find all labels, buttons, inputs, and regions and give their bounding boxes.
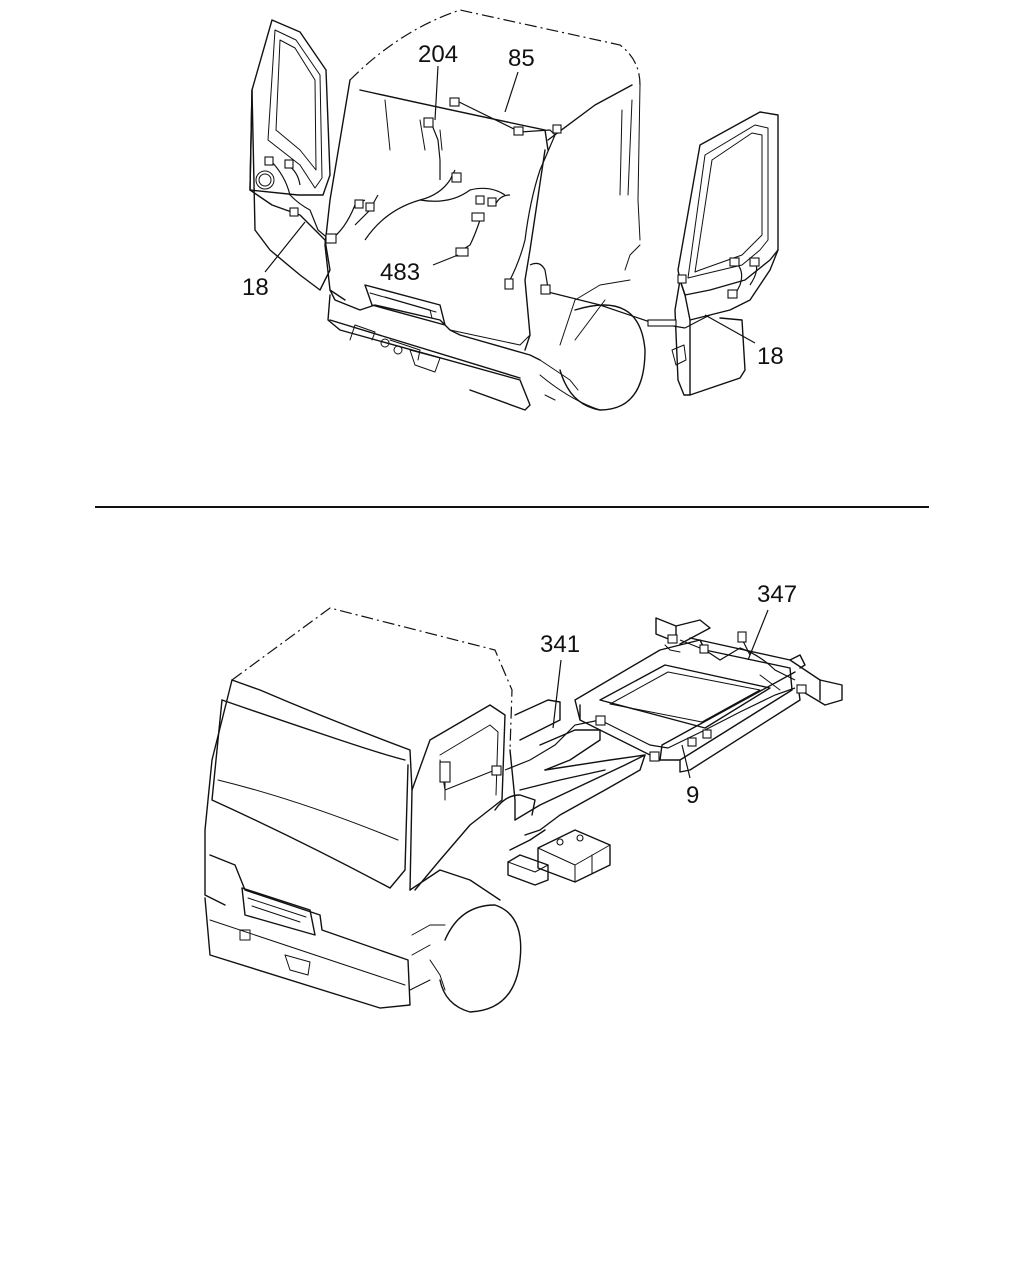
wiring-harness-top (269, 99, 758, 329)
cab-body (324, 9, 646, 411)
callout-label-18-right: 18 (757, 343, 784, 370)
callout-18-left: 18 (242, 221, 306, 301)
callout-label-9: 9 (686, 782, 699, 809)
top-diagram-cab-doors-open: 204 85 18 483 18 (242, 9, 784, 411)
callout-483: 483 (380, 254, 459, 286)
callout-18-right: 18 (704, 314, 784, 370)
callout-label-483: 483 (380, 259, 420, 286)
callout-85: 85 (504, 45, 535, 113)
cab-body-bottom (204, 607, 522, 1013)
connectors-top (264, 97, 760, 327)
bottom-diagram-chassis: 347 341 9 (204, 581, 843, 1013)
chassis-frame (494, 617, 843, 851)
callout-label-204: 204 (418, 41, 458, 68)
callout-label-341: 341 (540, 631, 580, 658)
callout-341: 341 (540, 631, 580, 729)
callout-347: 347 (747, 581, 797, 661)
callout-label-18-left: 18 (242, 274, 269, 301)
callout-label-85: 85 (508, 45, 535, 72)
callout-204: 204 (418, 41, 458, 121)
callout-9: 9 (681, 744, 699, 809)
callout-label-347: 347 (757, 581, 797, 608)
connectors-bottom (491, 631, 807, 776)
battery-box (507, 829, 611, 886)
left-door (249, 19, 331, 291)
